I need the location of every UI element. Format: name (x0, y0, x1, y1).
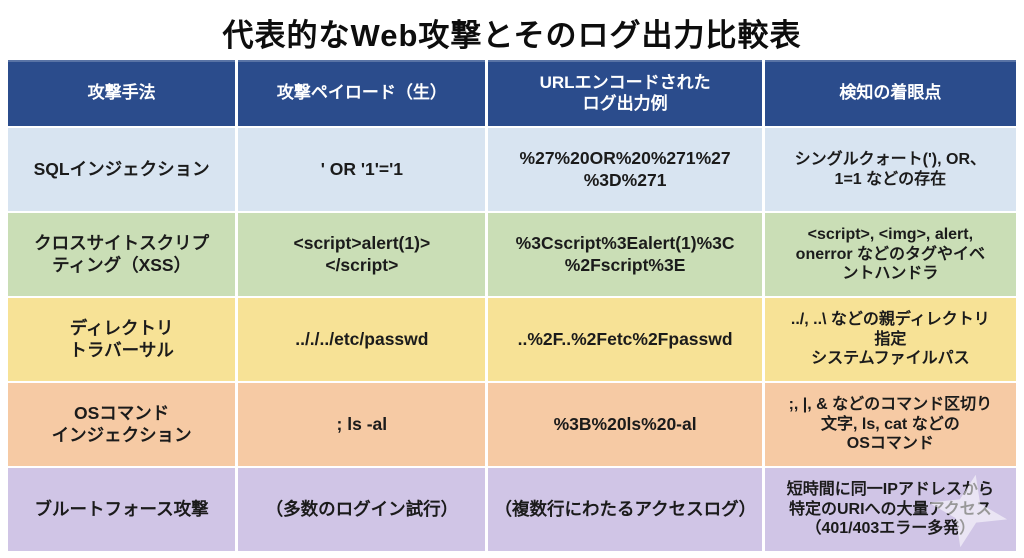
attack-name-cell: ディレクトリ トラバーサル (8, 298, 236, 381)
attack-name-cell: OSコマンド インジェクション (8, 383, 236, 466)
payload-cell: ' OR '1'='1 (238, 128, 486, 211)
attack-name-cell: ブルートフォース攻撃 (8, 468, 236, 551)
column-header-attack-method: 攻撃手法 (8, 60, 236, 126)
payload-cell: （多数のログイン試行） (238, 468, 486, 551)
detection-cell: シングルクォート('), OR、 1=1 などの存在 (764, 128, 1016, 211)
encoded-log-cell: （複数行にわたるアクセスログ） (488, 468, 762, 551)
encoded-log-cell: ..%2F..%2Fetc%2Fpasswd (488, 298, 762, 381)
payload-cell: .././../etc/passwd (238, 298, 486, 381)
detection-cell: <script>, <img>, alert, onerror などのタグやイベ… (764, 213, 1016, 296)
column-header-detection-points: 検知の着眼点 (764, 60, 1016, 126)
attack-comparison-table: 攻撃手法 攻撃ペイロード（生） URLエンコードされた ログ出力例 検知の着眼点… (8, 60, 1016, 551)
attack-name-cell: SQLインジェクション (8, 128, 236, 211)
detection-cell: ../, ..\ などの親ディレクトリ 指定 システムファイルパス (764, 298, 1016, 381)
attack-name-cell: クロスサイトスクリプ ティング（XSS） (8, 213, 236, 296)
page-title: 代表的なWeb攻撃とそのログ出力比較表 (222, 18, 802, 53)
encoded-log-cell: %3Cscript%3Ealert(1)%3C %2Fscript%3E (488, 213, 762, 296)
column-header-encoded-log: URLエンコードされた ログ出力例 (488, 60, 762, 126)
encoded-log-cell: %3B%20ls%20-al (488, 383, 762, 466)
encoded-log-cell: %27%20OR%20%271%27 %3D%271 (488, 128, 762, 211)
detection-cell: 短時間に同一IPアドレスから 特定のURIへの大量アクセス （401/403エラ… (764, 468, 1016, 551)
detection-cell: ;, |, & などのコマンド区切り 文字, ls, cat などの OSコマン… (764, 383, 1016, 466)
payload-cell: <script>alert(1)> </script> (238, 213, 486, 296)
column-header-raw-payload: 攻撃ペイロード（生） (238, 60, 486, 126)
payload-cell: ; ls -al (238, 383, 486, 466)
